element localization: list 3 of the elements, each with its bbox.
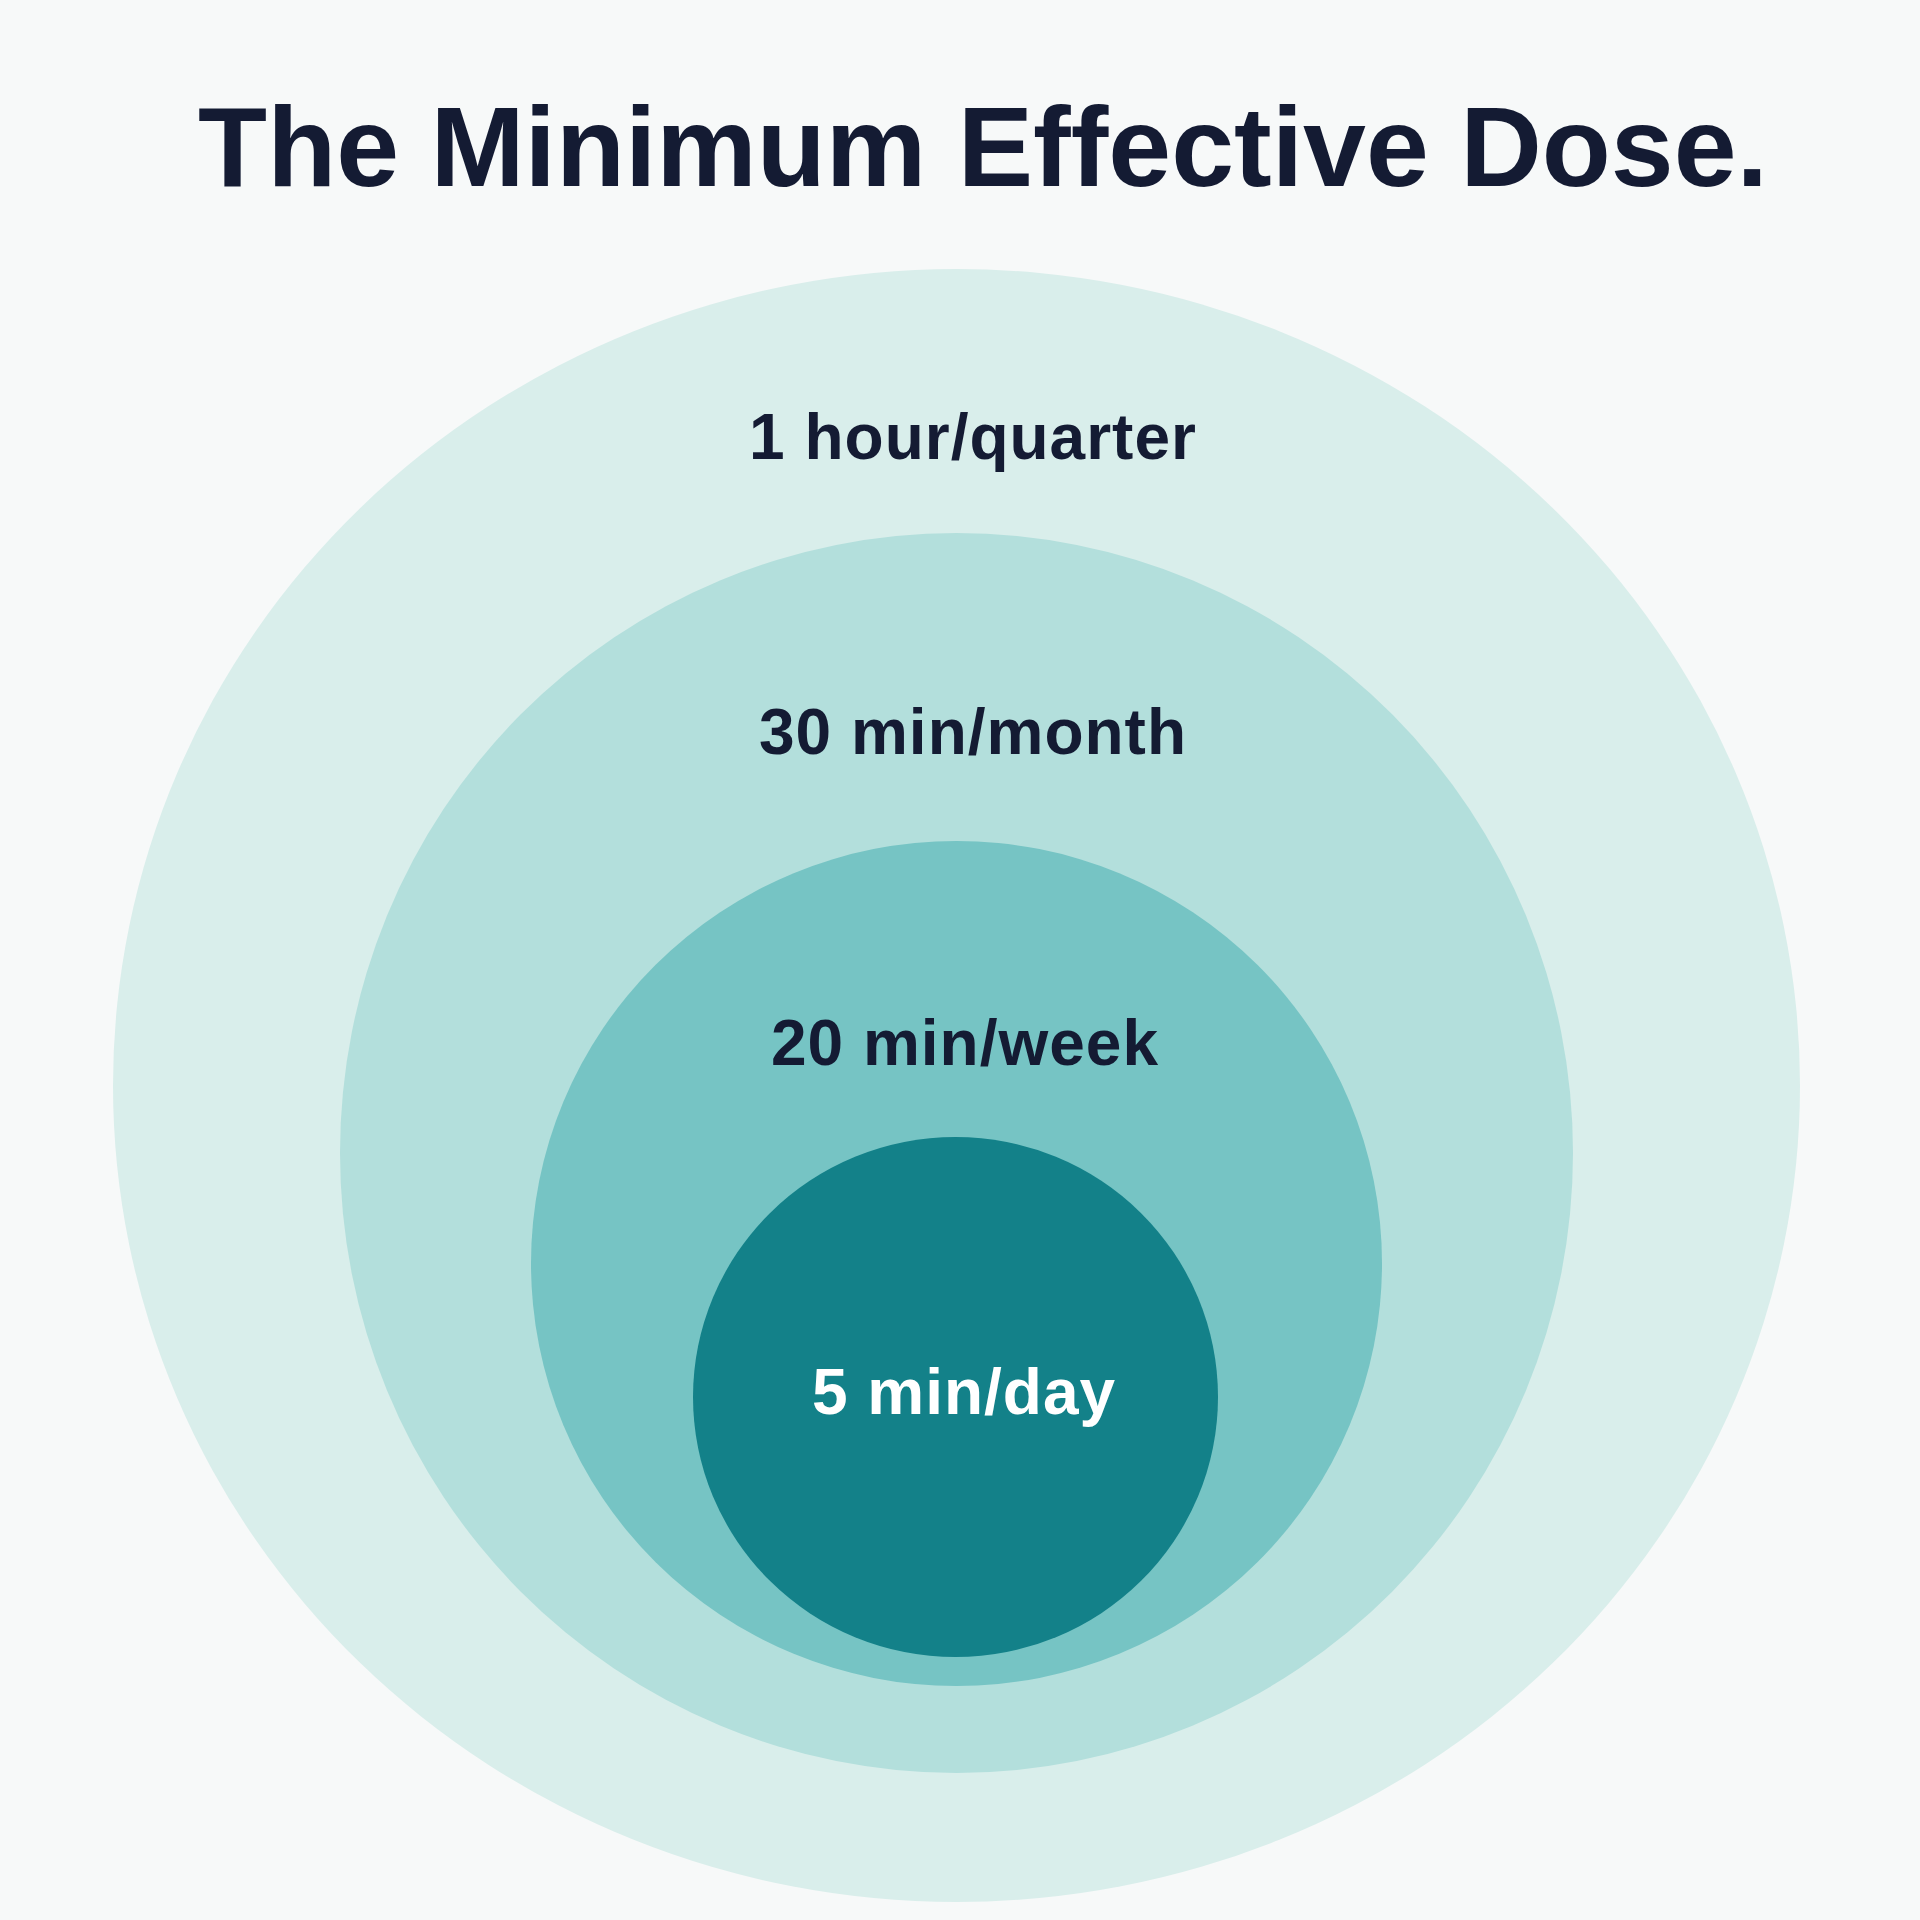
title: The Minimum Effective Dose.: [198, 91, 1768, 204]
frequency-label: 20 min/week: [770, 1011, 1160, 1075]
frequency-label: 30 min/month: [759, 700, 1187, 764]
